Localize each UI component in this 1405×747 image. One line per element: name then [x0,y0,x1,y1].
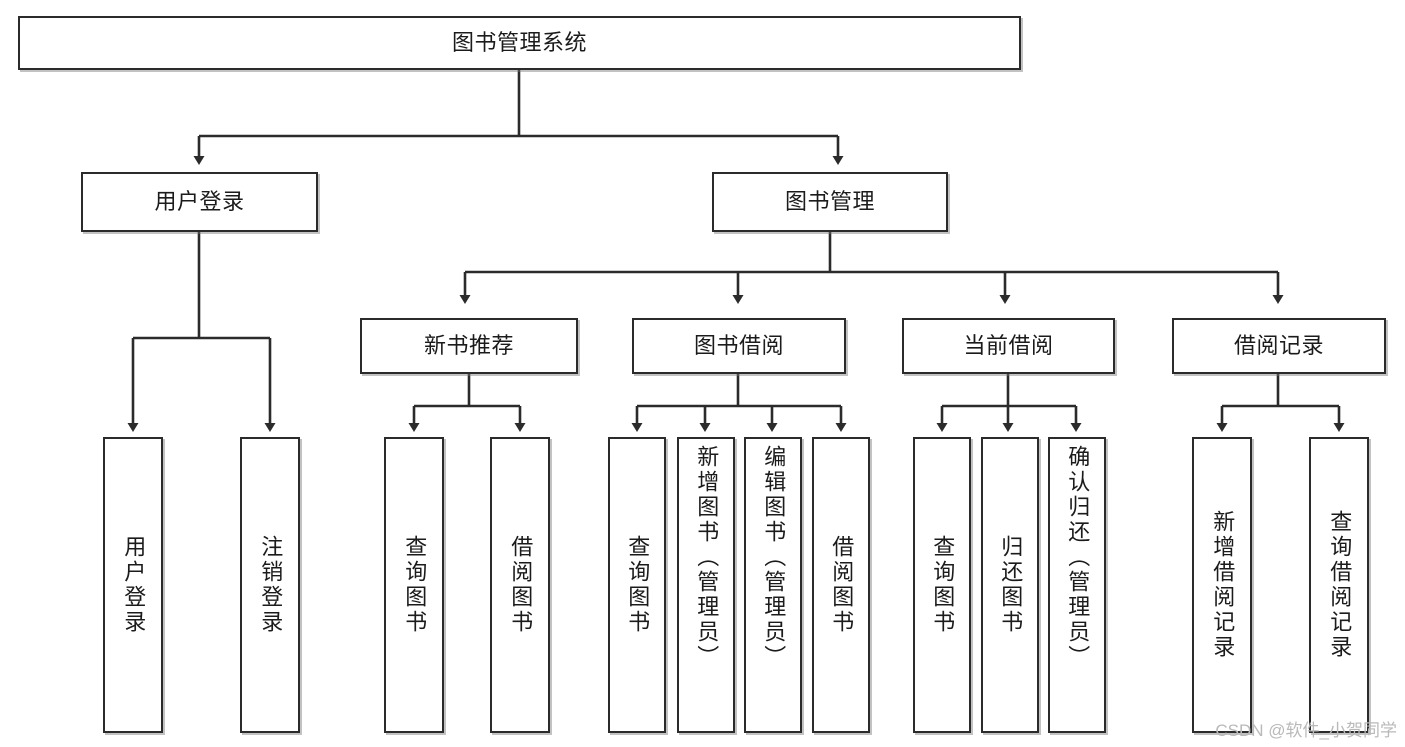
node-new-book-rec-label: 新书推荐 [423,333,514,359]
node-leaf-rec-query-label: 查询图书 [402,535,428,635]
node-leaf-logout[interactable]: 注销登录 [240,437,300,733]
node-leaf-book-add[interactable]: 新增图书（管理员） [677,437,735,733]
node-leaf-record-query-label: 查询借阅记录 [1327,510,1353,660]
node-leaf-record-query[interactable]: 查询借阅记录 [1309,437,1369,733]
edge-root-to-level1 [193,70,844,165]
node-borrow-record-label: 借阅记录 [1233,333,1324,359]
edge-borrowrecord-to-leaves [1216,374,1345,432]
node-leaf-book-add-label: 新增图书（管理员） [694,445,720,670]
edge-bookmanage-to-level2 [459,232,1284,304]
node-root-label: 图书管理系统 [451,30,587,56]
node-book-borrow[interactable]: 图书借阅 [632,318,846,374]
node-user-login-label: 用户登录 [154,189,245,215]
node-book-borrow-label: 图书借阅 [693,333,784,359]
node-leaf-cur-query[interactable]: 查询图书 [913,437,971,733]
node-user-login[interactable]: 用户登录 [81,172,318,232]
node-leaf-borrow-query[interactable]: 查询图书 [608,437,666,733]
node-leaf-book-edit-label: 编辑图书（管理员） [761,445,787,670]
node-leaf-confirm-return-label: 确认归还（管理员） [1065,445,1091,670]
node-leaf-confirm-return[interactable]: 确认归还（管理员） [1048,437,1106,733]
node-leaf-record-add[interactable]: 新增借阅记录 [1192,437,1252,733]
edge-currentborrow-to-leaves [936,374,1082,432]
node-leaf-rec-borrow[interactable]: 借阅图书 [490,437,550,733]
node-leaf-record-add-label: 新增借阅记录 [1210,510,1236,660]
node-borrow-record[interactable]: 借阅记录 [1172,318,1386,374]
node-current-borrow[interactable]: 当前借阅 [902,318,1115,374]
node-root[interactable]: 图书管理系统 [18,16,1021,70]
edge-bookborrow-to-leaves [631,374,847,432]
watermark-text: CSDN @软件_小贺同学 [1215,721,1397,740]
node-leaf-cur-query-label: 查询图书 [930,535,956,635]
node-book-manage-label: 图书管理 [784,189,875,215]
node-leaf-login-label: 用户登录 [121,535,147,635]
node-book-manage[interactable]: 图书管理 [712,172,948,232]
node-leaf-borrow-book-label: 借阅图书 [829,535,855,635]
node-leaf-rec-query[interactable]: 查询图书 [384,437,444,733]
node-leaf-login[interactable]: 用户登录 [103,437,163,733]
edge-userlogin-to-leaves [127,232,276,432]
node-leaf-logout-label: 注销登录 [258,535,284,635]
node-current-borrow-label: 当前借阅 [963,333,1054,359]
node-leaf-borrow-query-label: 查询图书 [625,535,651,635]
node-leaf-return-book[interactable]: 归还图书 [981,437,1039,733]
node-leaf-rec-borrow-label: 借阅图书 [508,535,534,635]
node-new-book-rec[interactable]: 新书推荐 [360,318,578,374]
node-leaf-return-book-label: 归还图书 [998,535,1024,635]
node-leaf-borrow-book[interactable]: 借阅图书 [812,437,870,733]
edge-newbookrec-to-leaves [408,374,526,432]
node-leaf-book-edit[interactable]: 编辑图书（管理员） [744,437,802,733]
